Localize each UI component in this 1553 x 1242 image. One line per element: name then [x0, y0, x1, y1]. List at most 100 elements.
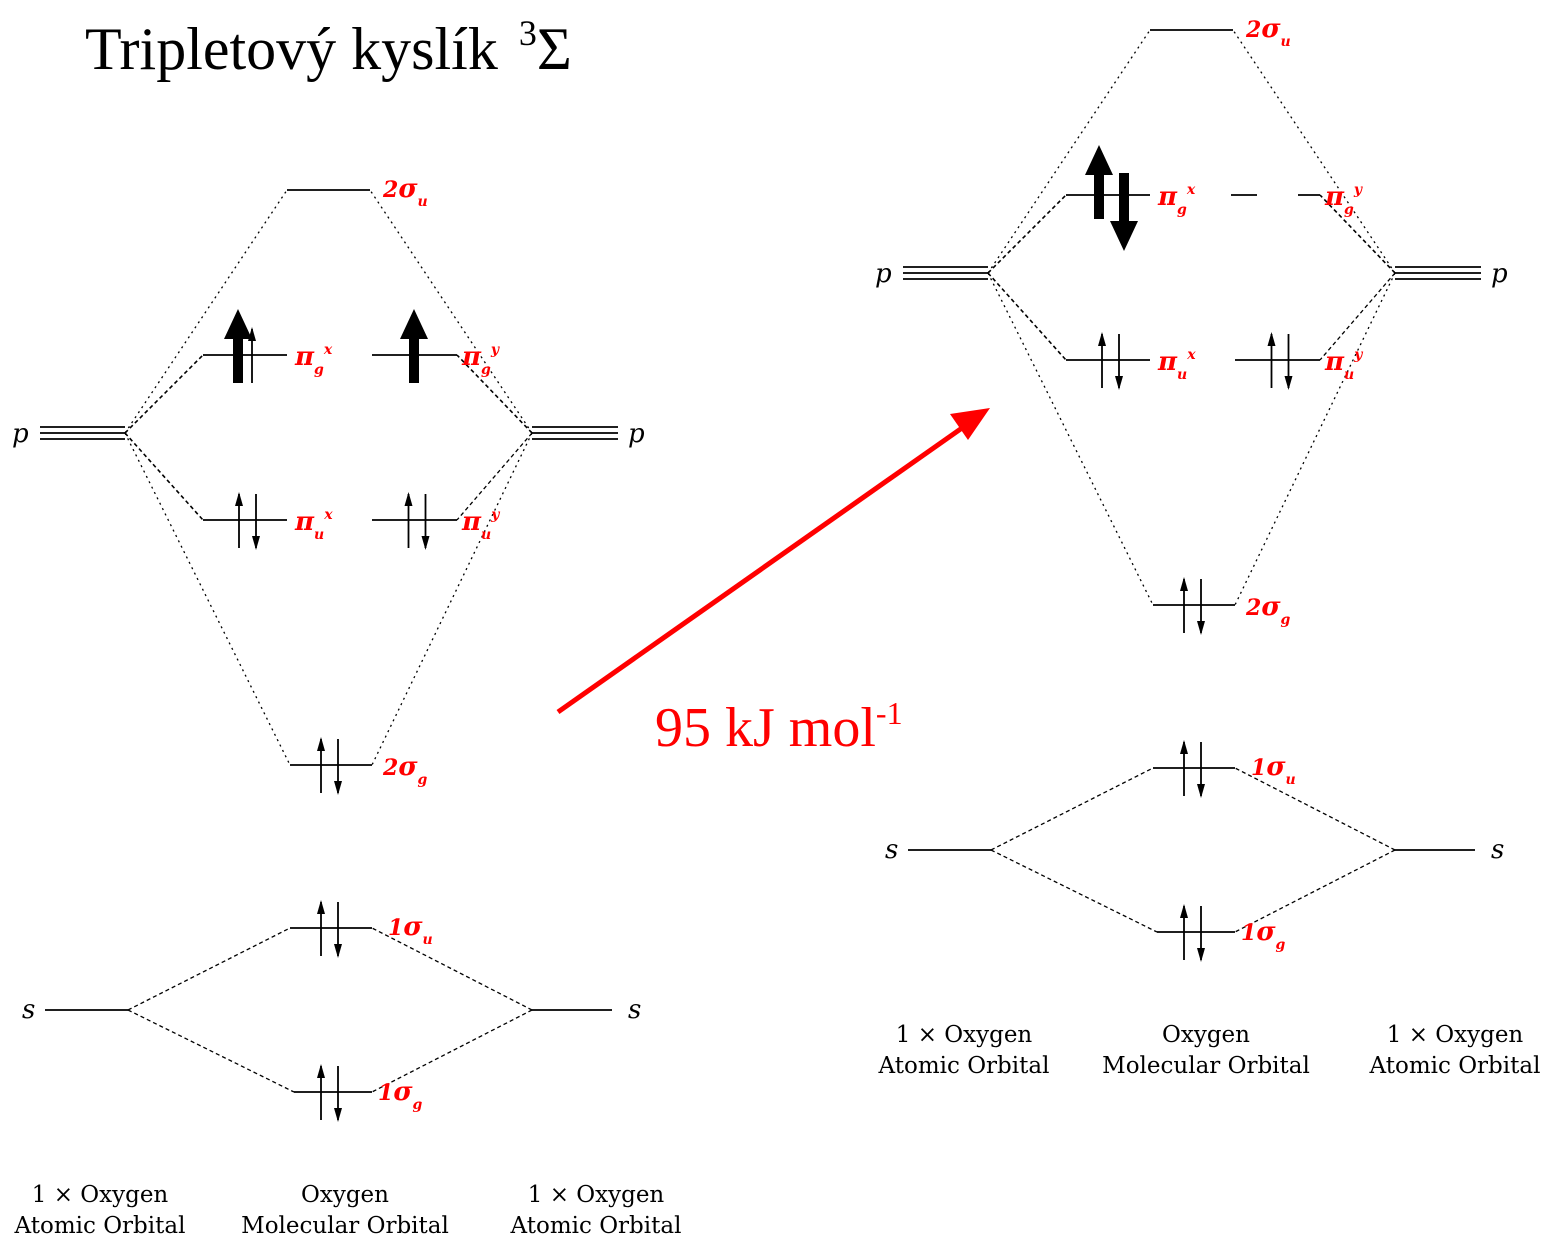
orbital-label-sigma-u1: 1σu: [1251, 752, 1296, 788]
caption-line: Atomic Orbital: [878, 1053, 1050, 1079]
orbital-superscript: x: [323, 342, 333, 358]
caption-line: 1 × Oxygen: [1386, 1022, 1524, 1048]
orbital-greek: σ: [1256, 917, 1276, 947]
spin-down-arrowhead: [1115, 376, 1123, 390]
correlation-line: [456, 432, 533, 521]
slide-title: Tripletový kyslík 3Σ: [85, 12, 572, 84]
orbital-subscript: g: [1280, 612, 1290, 628]
orbital-prefix: 1: [378, 1080, 393, 1106]
spin-up-arrowhead: [1180, 740, 1188, 754]
orbital-subscript: g: [417, 772, 427, 788]
orbital-label-sigma-u1: 1σu: [388, 912, 433, 948]
spin-down-arrowhead: [334, 781, 342, 795]
correlation-line: [371, 432, 533, 766]
atomic-orbital-label: s: [628, 995, 641, 1025]
orbital-prefix: 1: [1241, 920, 1256, 946]
correlation-line: [987, 272, 1067, 361]
spin-down-arrowhead: [1284, 376, 1293, 390]
excitation-arrowhead: [950, 408, 990, 440]
orbital-label-pi-g-y: πgy: [461, 342, 500, 378]
orbital-label-sigma-g1: 1σg: [378, 1077, 422, 1113]
orbital-prefix: 2: [382, 177, 398, 203]
caption-line: Molecular Orbital: [1102, 1053, 1310, 1079]
spin-down-arrowhead: [421, 536, 430, 550]
caption-line: Atomic Orbital: [1369, 1053, 1541, 1079]
correlation-line: [124, 354, 204, 434]
spin-up-arrowhead: [317, 1064, 325, 1078]
orbital-label-sigma-g2: 2σg: [1245, 592, 1290, 628]
orbital-greek: π: [461, 342, 482, 372]
spin-up-arrowhead: [317, 900, 325, 914]
orbital-superscript: x: [1186, 182, 1196, 198]
spin-down-arrowhead: [334, 944, 342, 958]
spin-down-arrowhead: [1197, 784, 1205, 798]
orbital-greek: σ: [1261, 592, 1281, 622]
correlation-line: [371, 927, 533, 1011]
orbital-greek: π: [1324, 347, 1345, 377]
atomic-orbital-label: s: [885, 835, 898, 865]
bold-spin-down-arrow: [1110, 173, 1138, 251]
correlation-line: [371, 1009, 533, 1093]
orbital-greek: σ: [398, 752, 418, 782]
orbital-subscript: g: [314, 362, 324, 378]
correlation-line: [1232, 29, 1396, 274]
orbital-label-sigma-g1: 1σg: [1241, 917, 1285, 953]
bold-spin-up-arrow: [224, 309, 252, 383]
caption-line: Atomic Orbital: [510, 1213, 682, 1239]
orbital-subscript: u: [481, 527, 491, 543]
orbital-label-sigma-u2: 2σu: [382, 174, 428, 210]
orbital-superscript: y: [1353, 182, 1363, 198]
excitation-energy-label: 95 kJ mol-1: [655, 695, 903, 760]
orbital-label-sigma-g2: 2σg: [382, 752, 427, 788]
correlation-line: [127, 1009, 295, 1093]
bold-spin-up-arrow: [400, 309, 428, 383]
caption-line: Molecular Orbital: [241, 1213, 449, 1239]
caption-line: 1 × Oxygen: [31, 1182, 169, 1208]
title-superscript: 3: [518, 13, 537, 53]
spin-up-arrowhead: [235, 492, 243, 506]
correlation-line: [1234, 272, 1396, 606]
bold-spin-up-arrow: [1085, 145, 1113, 219]
orbital-prefix: 1: [1251, 755, 1266, 781]
orbital-prefix: 2: [1245, 595, 1261, 621]
caption-line: Oxygen: [1162, 1022, 1250, 1048]
spin-up-arrowhead: [404, 492, 413, 506]
orbital-greek: π: [1324, 182, 1345, 212]
correlation-line: [124, 189, 288, 434]
orbital-label-pi-u-y: πuy: [1324, 347, 1363, 383]
orbital-superscript: y: [490, 342, 500, 358]
correlation-line: [1234, 767, 1396, 851]
spin-up-arrowhead: [1267, 332, 1276, 346]
correlation-line: [127, 927, 291, 1011]
spin-down-arrowhead: [1197, 948, 1205, 962]
orbital-greek: π: [1157, 347, 1178, 377]
orbital-greek: σ: [1261, 14, 1281, 44]
caption-line: Oxygen: [301, 1182, 389, 1208]
energy-exponent: -1: [875, 695, 903, 731]
orbital-subscript: u: [1280, 34, 1290, 50]
orbital-prefix: 1: [388, 915, 403, 941]
orbital-greek: σ: [393, 1077, 413, 1107]
orbital-subscript: g: [481, 362, 491, 378]
atomic-orbital-label: s: [1491, 835, 1504, 865]
orbital-label-pi-u-y: πuy: [461, 507, 500, 543]
atomic-orbital-label: p: [1491, 259, 1508, 289]
correlation-line: [990, 767, 1154, 851]
atomic-orbital-label: p: [12, 419, 29, 449]
correlation-line: [987, 29, 1151, 274]
orbital-subscript: g: [1344, 202, 1354, 218]
spin-down-arrowhead: [1197, 621, 1205, 635]
spin-down-arrowhead: [334, 1108, 342, 1122]
orbital-label-pi-u-x: πux: [1157, 347, 1196, 383]
correlation-line: [124, 432, 204, 521]
orbital-superscript: x: [323, 507, 333, 523]
atomic-orbital-label: s: [22, 995, 35, 1025]
orbital-superscript: y: [490, 507, 500, 523]
caption-line: 1 × Oxygen: [895, 1022, 1033, 1048]
